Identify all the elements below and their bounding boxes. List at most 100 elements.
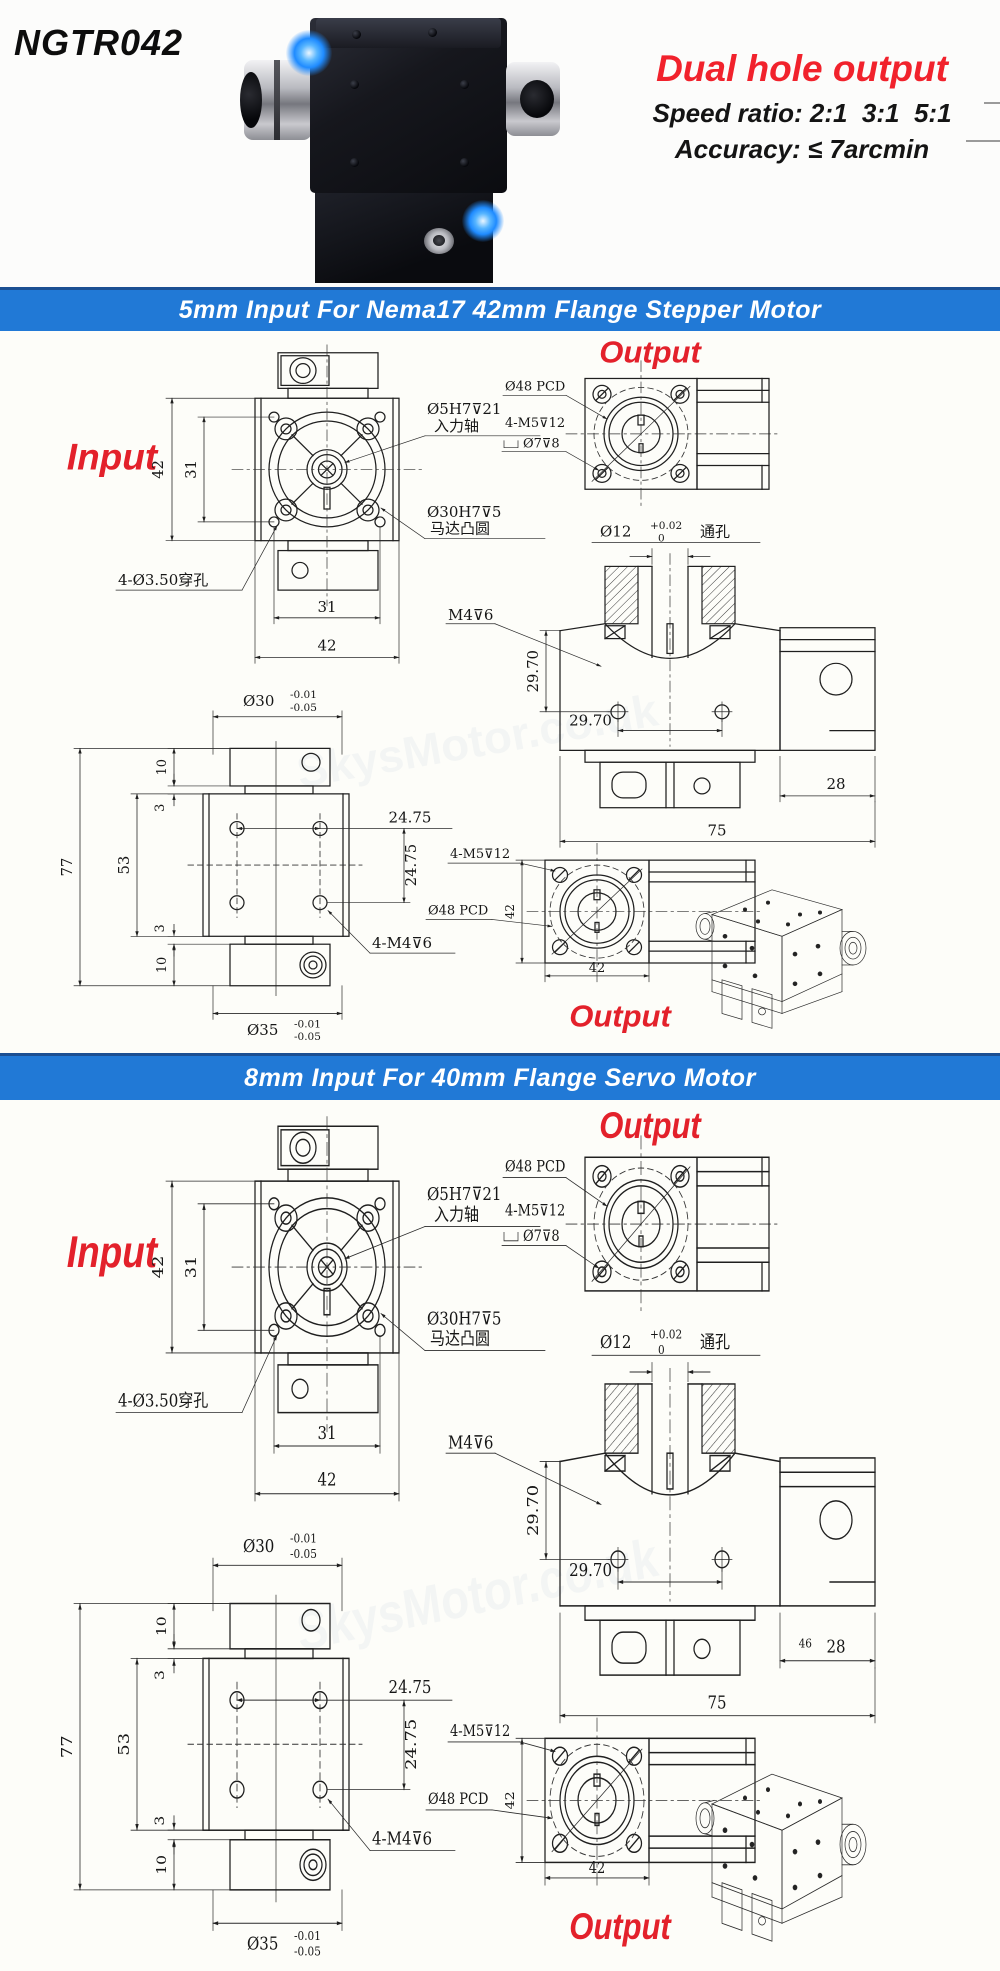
- gearbox-top-face: [316, 18, 501, 48]
- dim-42-flange-left: 42: [504, 1791, 518, 1809]
- ann-counterbore: Ø7⊽8: [523, 1228, 560, 1245]
- dim-42-flange-left: 42: [503, 904, 517, 919]
- ann-bore-tol-bot: 0: [658, 533, 665, 545]
- dim-31-left: 31: [182, 460, 200, 479]
- dim-53: 53: [115, 1733, 132, 1756]
- ann-flange-tap: 4-M5⊽12: [505, 1203, 565, 1220]
- dim-2970-horizontal: 29.70: [569, 712, 612, 730]
- output-label-top: Output: [599, 1106, 702, 1147]
- dim-3-top: 3: [153, 1670, 168, 1680]
- ann-bore-dia: Ø12: [600, 1332, 631, 1353]
- dim-d30-tol-top: -0.01: [290, 689, 317, 701]
- ann-counterbore: Ø7⊽8: [523, 437, 560, 452]
- light-glint: [462, 200, 504, 242]
- dim-2970-vertical: 29.70: [524, 650, 542, 692]
- screw-hole: [428, 28, 437, 37]
- output-top-annotations: Ø48 PCD 4-M5⊽12 Ø7⊽8: [501, 379, 608, 471]
- ann-bore-tol-top: +0.02: [650, 1327, 682, 1342]
- dim-d35: Ø35: [247, 1933, 278, 1954]
- ann-through-holes: 4-Ø3.50穿孔: [118, 1390, 208, 1411]
- ann-bore-dia: Ø12: [600, 523, 631, 541]
- screw-hole: [460, 80, 469, 89]
- dim-d30-tol-bot: -0.05: [290, 1546, 317, 1561]
- output-label-bottom: Output: [569, 998, 672, 1033]
- input-front-view: [231, 1116, 423, 1433]
- dim-2475-vertical: 24.75: [402, 1719, 419, 1770]
- output-top-annotations: Ø48 PCD 4-M5⊽12 Ø7⊽8: [501, 1159, 608, 1269]
- dim-d35-tol-bot: -0.05: [294, 1944, 321, 1959]
- ann-4m4-tap: 4-M4⊽6: [372, 934, 432, 952]
- input-view-annotations: Ø5H7⊽21 入力轴 Ø30H7⊽5 马达凸圆 4-Ø3.50穿孔: [115, 400, 546, 591]
- ann-bore-tol-top: +0.02: [650, 520, 682, 532]
- ann-4m5-tap-bottom: 4-M5⊽12: [450, 847, 510, 862]
- screw-hole: [460, 158, 469, 167]
- ann-4m4-tap: 4-M4⊽6: [372, 1828, 432, 1849]
- dim-3-bottom: 3: [153, 1816, 168, 1826]
- ann-m4-tap: M4⊽6: [448, 606, 493, 624]
- dim-42-bottom: 42: [317, 1469, 336, 1490]
- dim-d30-tol-bot: -0.05: [290, 702, 317, 714]
- drawing-section-stepper: SkysMotor.co.uk Input 42: [0, 331, 1000, 1053]
- ann-m4-tap: M4⊽6: [448, 1432, 493, 1453]
- input-label: Input: [67, 437, 159, 478]
- dim-d35-tol-bot: -0.05: [294, 1031, 321, 1043]
- output-bottom-view: [526, 842, 761, 985]
- output-bore: [520, 80, 554, 118]
- watermark: SkysMotor.co.uk: [293, 685, 662, 798]
- dim-42-flange-bottom: 42: [589, 1860, 606, 1877]
- input-label: Input: [67, 1227, 159, 1277]
- dim-77: 77: [58, 1735, 75, 1758]
- header: NGTR042 Dual hole output Speed r: [0, 0, 1000, 287]
- dim-46-extra: 46: [799, 1636, 812, 1651]
- side-section-annotation-bore: Ø12 +0.02 0 通孔: [591, 520, 761, 565]
- top-view-dimensions: 77 53 10 3 3 10 24.75 24.75 4-M4⊽6 Ø35 -…: [58, 747, 456, 1043]
- ann-bore-type: 通孔: [700, 523, 730, 541]
- ann-motor-boss-name: 马达凸圆: [430, 1328, 490, 1349]
- output-top-view: [565, 1135, 779, 1316]
- dim-2475-horizontal: 24.75: [389, 809, 432, 827]
- dim-31-bottom: 31: [317, 1423, 336, 1444]
- output-shaft-photo: [506, 62, 560, 136]
- ann-motor-boss-size: Ø30H7⊽5: [427, 1308, 501, 1329]
- top-view-dimensions: 77 53 10 3 3 10 24.75 24.75 4-M4⊽6 Ø35 -…: [58, 1602, 456, 1959]
- output-label-bottom: Output: [569, 1906, 672, 1947]
- dim-d30-tol-top: -0.01: [290, 1531, 317, 1546]
- dim-3-top: 3: [153, 804, 168, 812]
- output-label-top: Output: [599, 335, 702, 370]
- ann-input-shaft-size: Ø5H7⊽21: [427, 1184, 501, 1205]
- dim-42-bottom: 42: [317, 637, 336, 655]
- dim-d30: Ø30: [243, 692, 274, 710]
- dim-53: 53: [115, 856, 133, 875]
- brand-model: NGTR042: [14, 22, 184, 63]
- ann-pcd-bottom: Ø48 PCD: [428, 1791, 488, 1808]
- technical-drawing: SkysMotor.co.uk Input 42: [58, 1106, 876, 1959]
- side-section-view: [559, 553, 876, 809]
- banner-servo: 8mm Input For 40mm Flange Servo Motor: [0, 1053, 1000, 1100]
- dim-d35-tol-top: -0.01: [294, 1928, 321, 1943]
- input-front-view: [231, 344, 423, 607]
- ann-input-shaft-size: Ø5H7⊽21: [427, 400, 501, 418]
- dim-10-top: 10: [155, 759, 170, 775]
- dim-d35-tol-top: -0.01: [294, 1018, 321, 1030]
- counterbore-symbol: [503, 440, 519, 449]
- input-view-annotations: Ø5H7⊽21 入力轴 Ø30H7⊽5 马达凸圆 4-Ø3.50穿孔: [115, 1184, 546, 1414]
- side-section-dimensions: 29.70 29.70 28 75 M4⊽6: [445, 606, 876, 848]
- screw-hole: [350, 158, 359, 167]
- ann-bore-tol-bot: 0: [658, 1342, 665, 1357]
- watermark: SkysMotor.co.uk: [293, 1526, 663, 1663]
- ann-input-shaft-name: 入力轴: [434, 1204, 479, 1225]
- dim-75: 75: [707, 821, 726, 839]
- input-view-dimensions: 42 31 31 42: [149, 397, 400, 664]
- product-photo: [0, 0, 600, 287]
- side-section-dimensions: 29.70 29.70 46 28 75 M4⊽6: [445, 1432, 876, 1724]
- header-specs: Dual hole output Speed ratio: 2:1 3:1 5:…: [622, 48, 982, 165]
- bottom-screw-photo: [424, 228, 454, 254]
- dim-42-left: 42: [149, 1256, 166, 1279]
- dim-31-bottom: 31: [317, 598, 336, 616]
- coupling-gap: [274, 60, 280, 140]
- dim-10-top: 10: [155, 1616, 170, 1636]
- shaft-bore: [240, 72, 262, 128]
- screw-hole: [350, 80, 359, 89]
- dim-42-left: 42: [149, 460, 167, 479]
